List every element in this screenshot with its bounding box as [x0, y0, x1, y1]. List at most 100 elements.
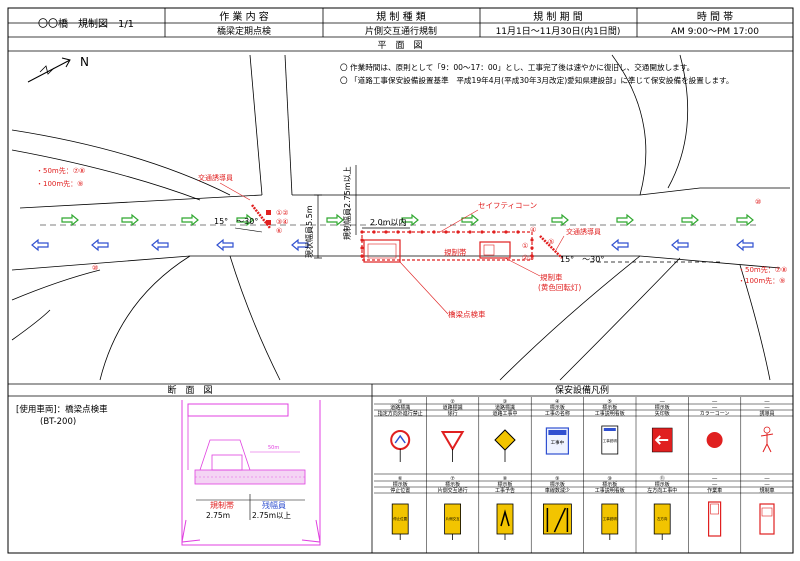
- left-distance-50: ・50m先：⑦⑧: [36, 166, 85, 175]
- right-circle-c: ②③: [522, 254, 535, 262]
- westbound-arrow-icon: [671, 238, 689, 252]
- legend-name: 工事の名称: [545, 410, 570, 417]
- right-circle-b: ①: [522, 242, 528, 250]
- circle-label-bottom-left: ⑩: [92, 264, 98, 272]
- cone-icon: [360, 230, 364, 234]
- cone-icon: [360, 246, 364, 250]
- eastbound-arrows: [61, 213, 754, 227]
- eastbound-arrow-icon: [236, 213, 254, 227]
- guide-left-label: 交通誘導員: [198, 173, 233, 182]
- cone-label: セイフティコーン: [478, 201, 537, 210]
- left-circle-b: ③④: [276, 218, 289, 226]
- cone-icon: [492, 230, 496, 234]
- legend-number: ③: [503, 399, 507, 405]
- legend-name: 左方向工事中: [647, 487, 677, 494]
- cone-icon: [420, 230, 424, 234]
- legend-name: 片側交互通行: [438, 487, 468, 494]
- eastbound-arrow-icon: [736, 213, 754, 227]
- col-header-type: 規 制 種 類: [376, 10, 426, 23]
- length-label: 2.0m以内: [370, 217, 407, 227]
- eastbound-arrow-icon: [551, 213, 569, 227]
- section-title: 断 面 図: [167, 384, 212, 396]
- restriction-zone: 規制帯 セイフティコーン 規制車 (黄色回転灯) 橋梁点検車: [360, 201, 581, 319]
- eastbound-arrow-icon: [616, 213, 634, 227]
- board5-text: 工事説明: [603, 438, 617, 443]
- cone-icon: [372, 230, 376, 234]
- road-edge: [11, 129, 231, 196]
- legend-number: ①: [398, 399, 403, 405]
- value-work: 橋梁定期点検: [217, 25, 271, 37]
- value-type: 片側交互通行規制: [365, 25, 437, 37]
- cone-icon: [530, 238, 534, 242]
- control-vehicle-label: 規制車: [540, 272, 563, 282]
- westbound-arrow-icon: [31, 238, 49, 252]
- legend-category: ―: [765, 405, 770, 411]
- eastbound-arrow-icon: [181, 213, 199, 227]
- restrict-width-label: 規制幅員2.75m以上: [342, 166, 352, 240]
- header-table: 〇〇橋 規制図 1/1 作 業 内 容 規 制 種 類 規 制 期 間 時 間 …: [8, 8, 793, 52]
- legend-name: 車線数減少: [545, 487, 570, 494]
- board4-text: 工事中: [551, 439, 565, 446]
- legend-category: ―: [712, 482, 717, 488]
- eastbound-arrow-icon: [121, 213, 139, 227]
- eastbound-arrow-icon: [681, 213, 699, 227]
- road-edge: [11, 149, 201, 201]
- westbound-arrow-icon: [151, 238, 169, 252]
- legend-number: ⑪: [660, 475, 665, 482]
- section-zone-label: 規制帯: [210, 500, 234, 510]
- legend-number: ⑧: [503, 476, 508, 482]
- westbound-arrow-icon: [736, 238, 754, 252]
- no-direction-sign-icon: [390, 430, 411, 450]
- inspection-vehicle-shape: [363, 239, 401, 263]
- legend-name: 作業車: [707, 487, 722, 494]
- legend-category: 標示板: [655, 481, 670, 488]
- cone-icon: [504, 230, 508, 234]
- legend-category: ―: [765, 482, 770, 488]
- cone-icon: [516, 230, 520, 234]
- legend-category: 標示板: [393, 481, 408, 488]
- cone-icon: [408, 230, 412, 234]
- legend-category: 道路標識: [495, 404, 515, 411]
- legend-number: ―: [712, 476, 717, 482]
- control-vehicle-icon: [759, 503, 775, 535]
- road-edge: [249, 54, 263, 196]
- road-edge: [284, 54, 293, 196]
- legend-title: 保安設備凡例: [555, 384, 609, 396]
- legend-category: 標示板: [445, 481, 460, 488]
- legend-number: ⑨: [555, 476, 559, 482]
- legend-category: 道路標識: [390, 404, 410, 411]
- legend-category: 標示板: [497, 481, 512, 488]
- legend-number: ―: [712, 399, 717, 405]
- current-width-label: 現状幅員5.5m: [304, 205, 314, 258]
- legend-name: 矢印板: [655, 410, 670, 417]
- section-zone-value: 2.75m: [206, 511, 230, 520]
- legend-category: 標示板: [550, 481, 565, 488]
- legend-name: 工事予告: [495, 487, 515, 494]
- inspection-vehicle-label: 橋梁点検車: [448, 309, 486, 319]
- section-remain-label: 残幅員: [262, 500, 286, 510]
- legend-number: ―: [765, 476, 770, 482]
- road-work-sign-icon: [494, 429, 516, 451]
- value-period: 11月1日～11月30日(内1日間): [496, 25, 621, 37]
- circle-label-top-right: ⑩: [755, 198, 761, 206]
- alternate-traffic-board-text: 片側交互: [446, 516, 460, 521]
- westbound-arrow-icon: [611, 238, 629, 252]
- legend-number: ―: [765, 399, 770, 405]
- north-arrow-icon: N: [27, 55, 89, 83]
- right-distance-100: ・100m先：⑨: [738, 276, 785, 285]
- legend-number: ⑤: [608, 399, 612, 405]
- legend-category: 標示板: [602, 404, 617, 411]
- legend-category: 標示板: [655, 404, 670, 411]
- width-dimensions: 現状幅員5.5m 規制幅員2.75m以上 2.0m以内: [304, 165, 410, 259]
- legend-category: 標示板: [550, 404, 565, 411]
- left-circle-c: ⑥: [276, 227, 282, 235]
- legend-category: 標示板: [602, 481, 617, 488]
- col-header-period: 規 制 期 間: [533, 10, 583, 23]
- right-circle-a: ④: [530, 226, 536, 234]
- legend-number: ②: [450, 399, 455, 405]
- legend-name: 工事説明看板: [595, 410, 625, 417]
- left-circle-a: ①②: [276, 209, 289, 217]
- cone-icon: [468, 230, 472, 234]
- legend-name: 道路工事中: [492, 410, 517, 417]
- cone-icon: [456, 230, 460, 234]
